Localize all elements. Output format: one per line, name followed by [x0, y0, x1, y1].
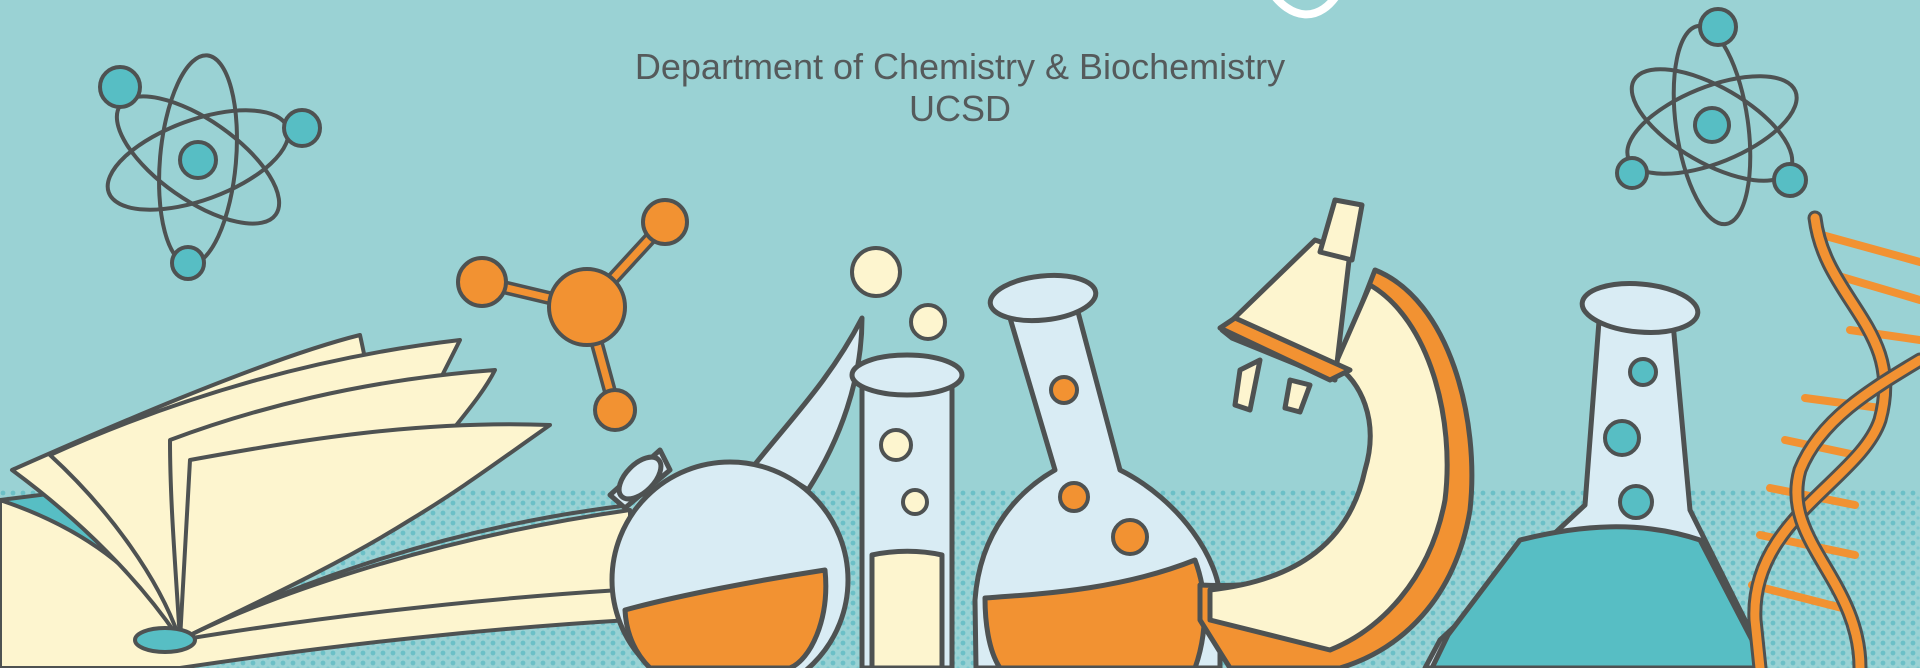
department-name: Department of Chemistry & Biochemistry: [634, 46, 1286, 87]
atom-icon: [98, 53, 322, 281]
atom-icon: [1615, 7, 1808, 227]
bubbles: [850, 246, 947, 341]
erlenmeyer-flask: [1422, 281, 1768, 668]
round-flask: [607, 315, 865, 668]
department-heading: Department of Chemistry & Biochemistry U…: [0, 46, 1920, 130]
long-neck-flask: [972, 272, 1223, 668]
white-swirl: [1272, 0, 1339, 19]
open-book: [0, 333, 632, 668]
university-name: UCSD: [908, 88, 1011, 129]
molecule-icon: [456, 198, 689, 432]
microscope: [1197, 197, 1475, 668]
dna-helix: [1747, 210, 1920, 668]
test-tube: [849, 352, 965, 668]
